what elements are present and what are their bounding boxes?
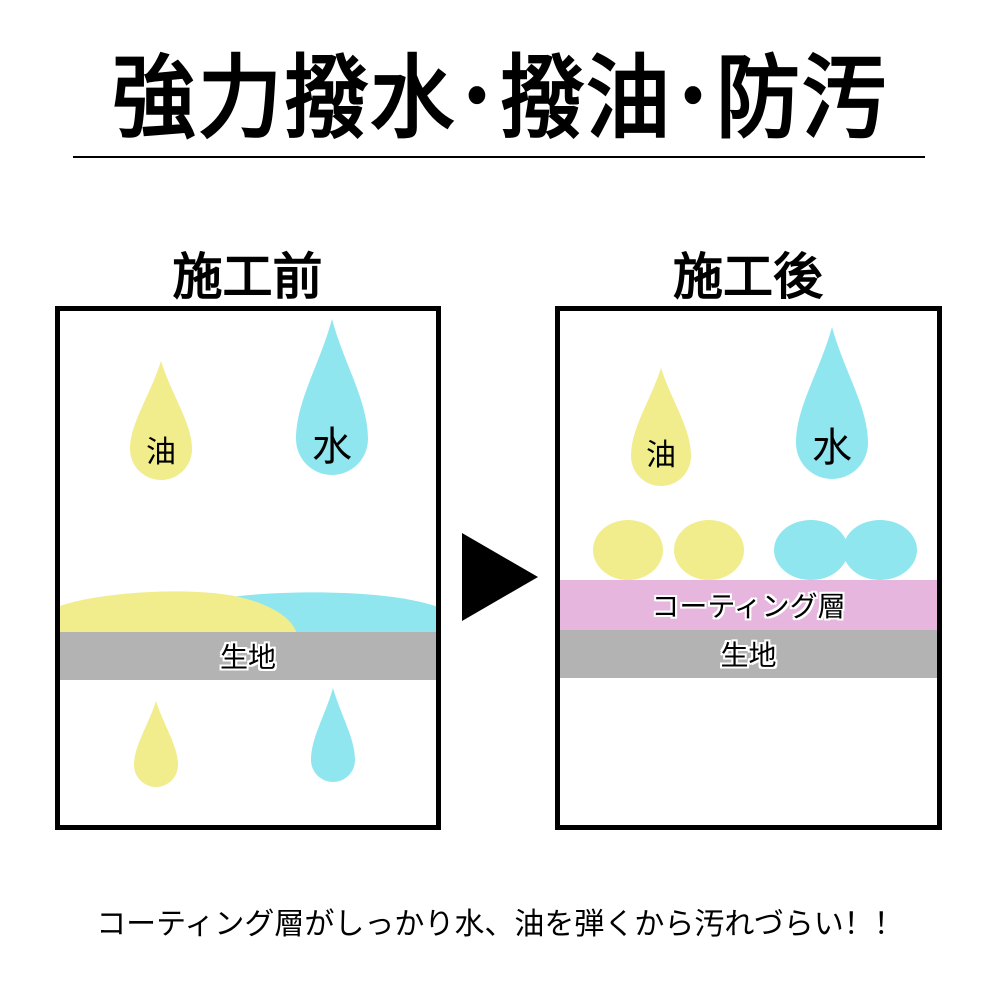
main-title: 強力撥水･撥油･防汚 [111, 45, 888, 151]
after-heading: 施工後 [673, 248, 823, 306]
before-heading: 施工前 [172, 248, 323, 306]
water-drop-label: 水 [312, 424, 352, 470]
oil-drop-icon: 油 [631, 368, 691, 486]
title-divider [73, 156, 925, 158]
coating-label: コーティング層 [651, 590, 846, 623]
oil-drop-through-icon [134, 701, 178, 787]
water-bead-icon [843, 520, 917, 580]
fabric-label: 生地 [219, 641, 276, 674]
caption: コーティング層がしっかり水、油を弾くから汚れづらい！！ [96, 907, 904, 942]
water-drop-icon: 水 [796, 327, 868, 479]
water-drop-label: 水 [812, 425, 852, 471]
coating-band: コーティング層 [560, 580, 937, 630]
oil-bead-icon [593, 520, 663, 580]
fabric-band: 生地 [560, 630, 937, 678]
play-triangle-right-icon [462, 533, 538, 621]
water-drop-icon: 水 [296, 319, 368, 477]
after-panel: 油 水 コーティング層 生地 [555, 306, 942, 830]
oil-drop-label: 油 [146, 435, 176, 470]
water-bead-icon [774, 520, 848, 580]
before-panel: 油 水 生地 [55, 306, 441, 830]
oil-drop-label: 油 [646, 438, 676, 473]
oil-drop-icon: 油 [130, 361, 192, 481]
fabric-band: 生地 [60, 632, 436, 680]
water-drop-through-icon [311, 688, 355, 782]
fabric-label: 生地 [720, 639, 777, 672]
oil-bead-icon [674, 520, 744, 580]
soaked-puddles [60, 587, 436, 637]
